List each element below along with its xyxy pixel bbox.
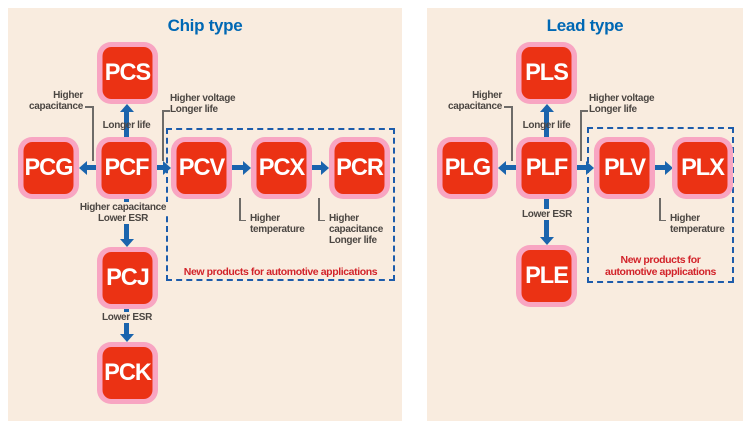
node-pcr: PCR	[329, 137, 390, 199]
label-longer-life: Longer life	[102, 120, 151, 131]
chip-panel-title: Chip type	[167, 16, 243, 35]
label-lower-esr: Lower ESR	[99, 312, 155, 323]
connector-line	[581, 110, 588, 112]
chip-type-panel: Chip type PCS PCG PCF PCV PCX	[8, 8, 402, 421]
label-higher-capacitance-longer-life: Higher capacitance Longer life	[329, 213, 383, 246]
label-lower-esr: Lower ESR	[519, 209, 575, 220]
node-plv: PLV	[594, 137, 655, 199]
arrow-pcx-to-pcr	[312, 160, 329, 175]
label-higher-temperature: Higher temperature	[670, 213, 725, 235]
connector-line	[318, 219, 325, 221]
node-pcv: PCV	[171, 137, 232, 199]
node-pls-label: PLS	[521, 47, 572, 99]
node-pls: PLS	[516, 42, 577, 104]
node-pcf: PCF	[96, 137, 157, 199]
node-pcx: PCX	[251, 137, 312, 199]
lead-panel-title: Lead type	[546, 16, 624, 35]
node-plf: PLF	[516, 137, 577, 199]
node-plg-label: PLG	[442, 142, 493, 194]
lead-automotive-dashed-box	[587, 127, 734, 283]
node-pcv-label: PCV	[176, 142, 227, 194]
node-plx-label: PLX	[677, 142, 728, 194]
arrow-plv-to-plx	[655, 160, 673, 175]
connector-line	[162, 110, 164, 161]
node-ple: PLE	[516, 245, 577, 307]
node-pcg-label: PCG	[23, 142, 73, 194]
node-pck-label: PCK	[102, 347, 153, 399]
arrow-plf-to-ple	[539, 199, 554, 245]
node-pcr-label: PCR	[334, 142, 385, 194]
node-pck: PCK	[97, 342, 158, 404]
label-longer-life: Longer life	[522, 120, 571, 131]
node-pcj-label: PCJ	[102, 252, 153, 304]
arrow-plf-to-pls	[539, 104, 554, 137]
node-ple-label: PLE	[521, 250, 572, 302]
node-pcx-label: PCX	[256, 142, 307, 194]
arrow-plf-to-plv	[577, 160, 594, 175]
node-pcs-label: PCS	[102, 47, 153, 99]
connector-line	[85, 106, 93, 108]
node-pcf-label: PCF	[101, 142, 152, 194]
connector-line	[504, 106, 511, 108]
node-plx: PLX	[672, 137, 733, 199]
node-plf-label: PLF	[521, 142, 572, 194]
lead-automotive-note: New products for automotive applications	[605, 254, 716, 278]
arrow-pcf-to-pcv	[157, 160, 171, 175]
connector-line	[92, 106, 94, 161]
connector-line	[659, 219, 666, 221]
node-pcs: PCS	[97, 42, 158, 104]
node-plg: PLG	[437, 137, 498, 199]
node-pcg: PCG	[18, 137, 79, 199]
label-higher-capacitance-lower-esr: Higher capacitance Lower ESR	[77, 202, 169, 224]
arrow-pcf-to-pcs	[119, 104, 134, 137]
chip-automotive-note: New products for automotive applications	[183, 266, 378, 278]
arrow-pcv-to-pcx	[232, 160, 251, 175]
connector-line	[511, 106, 513, 161]
connector-line	[659, 198, 661, 221]
connector-line	[318, 198, 320, 221]
label-higher-capacitance: Higher capacitance	[29, 90, 83, 112]
connector-line	[580, 110, 582, 161]
label-higher-temperature: Higher temperature	[250, 213, 305, 235]
arrow-plf-to-plg	[498, 160, 516, 175]
connector-line	[163, 110, 170, 112]
connector-line	[239, 198, 241, 221]
lead-type-panel: Lead type PLS PLG PLF PLV PLX PLE Higher	[427, 8, 743, 421]
label-higher-voltage-longer-life: Higher voltage Longer life	[170, 93, 236, 115]
node-pcj: PCJ	[97, 247, 158, 309]
label-higher-voltage-longer-life: Higher voltage Longer life	[589, 93, 655, 115]
label-higher-capacitance: Higher capacitance	[448, 90, 502, 112]
node-plv-label: PLV	[599, 142, 650, 194]
connector-line	[239, 219, 246, 221]
arrow-pcf-to-pcg	[79, 160, 96, 175]
